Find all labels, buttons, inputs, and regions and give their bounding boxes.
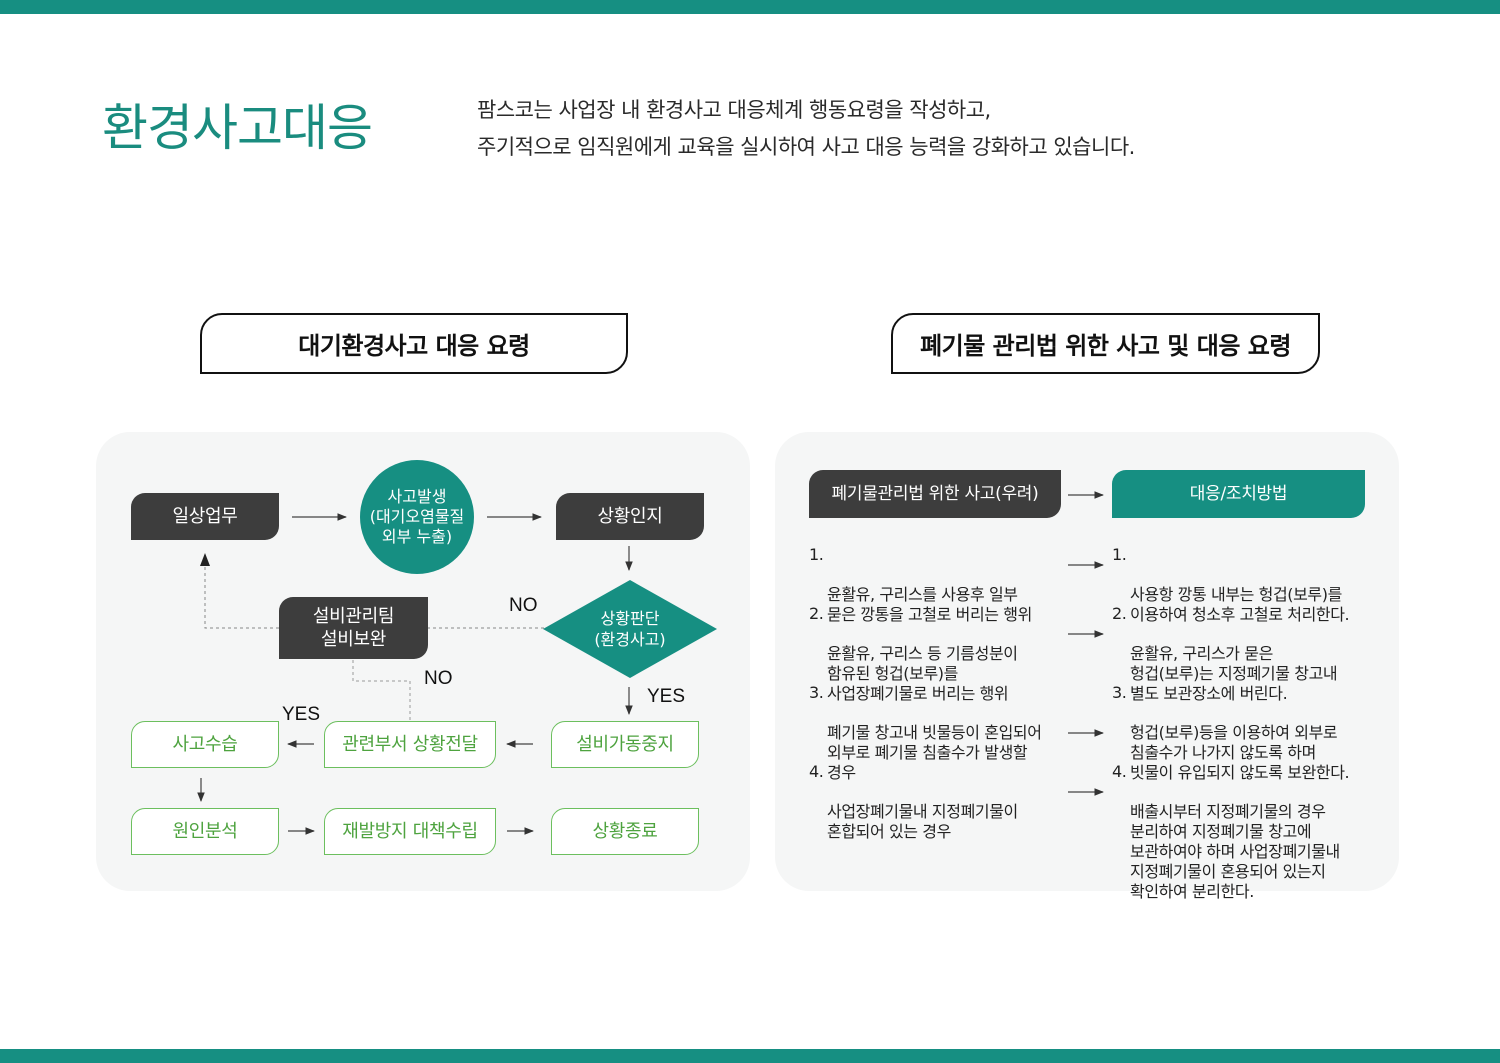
item-number: 2. bbox=[1112, 604, 1127, 623]
accident-occurrence-line: 외부 누출) bbox=[381, 527, 453, 546]
accident-text: 폐기물 창고내 빗물등이 혼입되어 외부로 폐기물 침출수가 발생할 경우 bbox=[827, 723, 1042, 782]
response-column-header: 대응/조치방법 bbox=[1112, 470, 1365, 518]
daily-work-label: 일상업무 bbox=[172, 506, 238, 527]
response-column-header-label: 대응/조치방법 bbox=[1189, 483, 1288, 504]
yes-label-notify: YES bbox=[282, 704, 321, 725]
notify-departments-label: 관련부서 상황전달 bbox=[342, 734, 478, 755]
response-item-1: 1. 사용항 깡통 내부는 헝겁(보루)를 이용하여 청소후 고철로 처리한다. bbox=[1112, 545, 1382, 645]
accident-text: 윤활유, 구리스를 사용후 일부 묻은 깡통을 고철로 버리는 행위 bbox=[827, 585, 1032, 624]
item-number: 3. bbox=[1112, 683, 1127, 702]
intro-line: 주기적으로 임직원에게 교육을 실시하여 사고 대응 능력을 강화하고 있습니다… bbox=[477, 135, 1135, 159]
accident-recovery-label: 사고수습 bbox=[172, 734, 238, 755]
item-number: 3. bbox=[809, 683, 824, 702]
accident-occurrence-line: (대기오염물질 bbox=[369, 507, 465, 526]
item-number: 1. bbox=[809, 545, 824, 564]
accident-text: 사업장폐기물내 지정폐기물이 혼합되어 있는 경우 bbox=[827, 802, 1018, 841]
item-number: 4. bbox=[1112, 762, 1127, 781]
response-text: 윤활유, 구리스가 묻은 헝겁(보루)는 지정폐기물 창고내 별도 보관장소에 … bbox=[1130, 644, 1338, 703]
situation-judgment-line: (환경사고) bbox=[594, 630, 666, 649]
accident-column-header-label: 폐기물관리법 위한 사고(우려) bbox=[831, 483, 1039, 504]
situation-recognition-label: 상황인지 bbox=[597, 506, 663, 527]
item-number: 1. bbox=[1112, 545, 1127, 564]
stop-operation-box: 설비가동중지 bbox=[551, 721, 699, 768]
accident-recovery-box: 사고수습 bbox=[131, 721, 279, 768]
intro-text: 팜스코는 사업장 내 환경사고 대응체계 행동요령을 작성하고, 주기적으로 임… bbox=[477, 92, 1135, 166]
situation-recognition-box: 상황인지 bbox=[556, 493, 704, 540]
situation-end-label: 상황종료 bbox=[592, 821, 658, 842]
accident-occurrence-line: 사고발생 bbox=[387, 487, 447, 506]
response-item-4: 4. 배출시부터 지정폐기물의 경우 분리하여 지정폐기물 창고에 보관하여야 … bbox=[1112, 762, 1382, 922]
accident-item-4: 4. 사업장폐기물내 지정폐기물이 혼합되어 있는 경우 bbox=[809, 762, 1064, 862]
item-number: 4. bbox=[809, 762, 824, 781]
cause-analysis-box: 원인분석 bbox=[131, 808, 279, 855]
facility-team-line: 설비관리팀 bbox=[312, 606, 395, 627]
response-text: 사용항 깡통 내부는 헝겁(보루)를 이용하여 청소후 고철로 처리한다. bbox=[1130, 585, 1350, 624]
daily-work-box: 일상업무 bbox=[131, 493, 279, 540]
prevention-plan-box: 재발방지 대책수립 bbox=[324, 808, 496, 855]
top-accent-bar bbox=[0, 0, 1500, 14]
situation-end-box: 상황종료 bbox=[551, 808, 699, 855]
response-text: 헝겁(보루)등을 이용하여 외부로 침출수가 나가지 않도록 하며 빗물이 유입… bbox=[1130, 723, 1350, 782]
accident-column-header: 폐기물관리법 위한 사고(우려) bbox=[809, 470, 1061, 518]
situation-judgment-diamond: 상황판단 (환경사고) bbox=[543, 580, 717, 678]
accident-item-1: 1. 윤활유, 구리스를 사용후 일부 묻은 깡통을 고철로 버리는 행위 bbox=[809, 545, 1064, 645]
response-text: 배출시부터 지정폐기물의 경우 분리하여 지정폐기물 창고에 보관하여야 하며 … bbox=[1130, 802, 1340, 901]
stop-operation-label: 설비가동중지 bbox=[576, 734, 674, 755]
bottom-accent-bar bbox=[0, 1049, 1500, 1063]
no-label-facility: NO bbox=[424, 668, 453, 689]
intro-line: 팜스코는 사업장 내 환경사고 대응체계 행동요령을 작성하고, bbox=[477, 98, 991, 122]
accident-item-3: 3. 폐기물 창고내 빗물등이 혼입되어 외부로 폐기물 침출수가 발생할 경우 bbox=[809, 683, 1064, 803]
yes-label-judgment: YES bbox=[647, 686, 686, 707]
facility-team-box: 설비관리팀 설비보완 bbox=[279, 597, 428, 659]
waste-accident-section-title: 폐기물 관리법 위한 사고 및 대응 요령 bbox=[891, 313, 1320, 374]
accident-text: 윤활유, 구리스 등 기름성분이 함유된 헝겁(보루)를 사업장폐기물로 버리는… bbox=[827, 644, 1018, 703]
accident-item-2: 2. 윤활유, 구리스 등 기름성분이 함유된 헝겁(보루)를 사업장폐기물로 … bbox=[809, 604, 1064, 724]
no-label-judgment: NO bbox=[509, 595, 538, 616]
notify-departments-box: 관련부서 상황전달 bbox=[324, 721, 496, 768]
item-number: 2. bbox=[809, 604, 824, 623]
facility-team-line: 설비보완 bbox=[320, 629, 387, 650]
response-item-2: 2. 윤활유, 구리스가 묻은 헝겁(보루)는 지정폐기물 창고내 별도 보관장… bbox=[1112, 604, 1382, 724]
page-title: 환경사고대응 bbox=[102, 99, 373, 157]
response-item-3: 3. 헝겁(보루)등을 이용하여 외부로 침출수가 나가지 않도록 하며 빗물이… bbox=[1112, 683, 1382, 803]
prevention-plan-label: 재발방지 대책수립 bbox=[342, 821, 478, 842]
cause-analysis-label: 원인분석 bbox=[172, 821, 238, 842]
diamond-shape bbox=[543, 580, 717, 678]
situation-judgment-line: 상황판단 bbox=[600, 609, 660, 628]
accident-occurrence-circle: 사고발생 (대기오염물질 외부 누출) bbox=[360, 460, 474, 574]
air-accident-section-title: 대기환경사고 대응 요령 bbox=[200, 313, 628, 374]
